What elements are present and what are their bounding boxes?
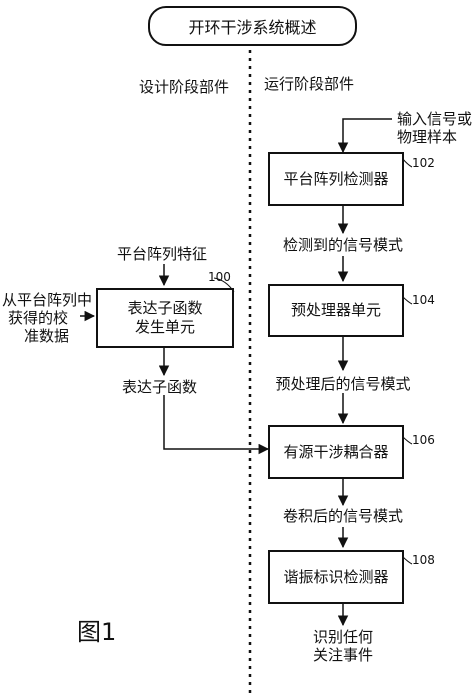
preprocessed-pattern-label: 预处理后的信号模式 bbox=[275, 375, 411, 393]
preprocessor-box-text: 预处理器单元 bbox=[290, 301, 381, 319]
diagram-title-text: 开环干涉系统概述 bbox=[188, 18, 317, 37]
input-arrow bbox=[337, 118, 392, 154]
preprocessor-box: 预处理器单元 bbox=[268, 284, 404, 337]
spectral-detector-box: 谐振标识检测器 bbox=[268, 550, 404, 604]
detector-ref: 102 bbox=[412, 156, 435, 170]
figure-label: 图1 bbox=[77, 618, 117, 646]
expression-to-coupler-arrow bbox=[163, 395, 270, 455]
coupler-box: 有源干涉耦合器 bbox=[268, 425, 404, 479]
output-line2: 关注事件 bbox=[312, 646, 373, 664]
preprocessor-ref: 104 bbox=[412, 293, 435, 307]
spectral-ref: 108 bbox=[412, 553, 435, 567]
spectral-detector-box-text: 谐振标识检测器 bbox=[283, 567, 389, 586]
platform-array-feature-label: 平台阵列特征 bbox=[117, 245, 208, 263]
output-line1: 识别任何 bbox=[312, 628, 373, 646]
calibration-line3: 准数据 bbox=[24, 327, 70, 345]
calibration-line2: 获得的校 bbox=[8, 309, 69, 327]
expression-generator-box: 表达子函数 发生单元 bbox=[96, 288, 234, 348]
coupler-box-text: 有源干涉耦合器 bbox=[283, 442, 389, 461]
expression-function-label: 表达子函数 bbox=[122, 378, 198, 396]
calibration-line1: 从平台阵列中 bbox=[2, 291, 93, 309]
expression-ref: 100 bbox=[208, 270, 231, 284]
input-label-line2: 物理样本 bbox=[397, 128, 458, 146]
design-phase-label: 设计阶段部件 bbox=[139, 78, 230, 96]
convolved-pattern-label: 卷积后的信号模式 bbox=[282, 507, 403, 525]
coupler-ref: 106 bbox=[412, 433, 435, 447]
input-label-line1: 输入信号或 bbox=[397, 110, 473, 128]
expression-box-line1: 表达子函数 bbox=[127, 299, 203, 317]
detector-box-text: 平台阵列检测器 bbox=[283, 169, 389, 188]
runtime-phase-label: 运行阶段部件 bbox=[264, 75, 355, 93]
diagram-title: 开环干涉系统概述 bbox=[148, 6, 357, 46]
detector-box: 平台阵列检测器 bbox=[268, 152, 404, 206]
expression-box-line2: 发生单元 bbox=[134, 318, 195, 336]
detected-pattern-label: 检测到的信号模式 bbox=[282, 236, 403, 254]
